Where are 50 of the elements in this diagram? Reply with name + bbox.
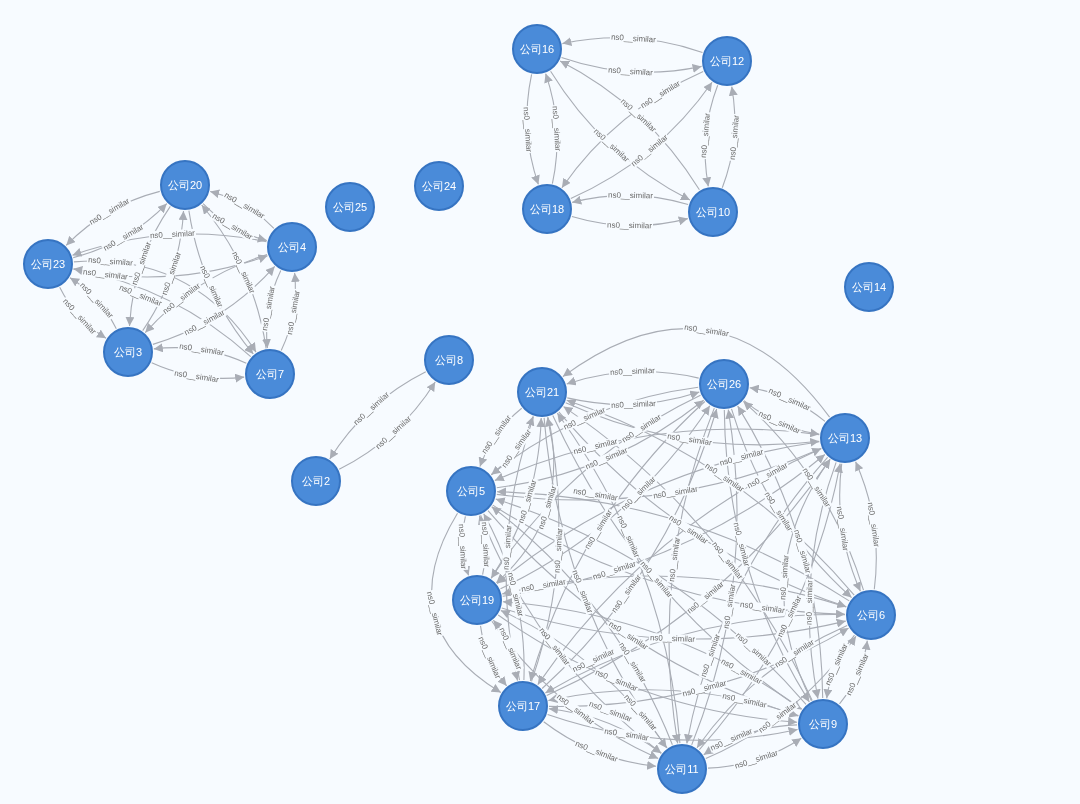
graph-node: 公司6	[846, 590, 896, 640]
edge-label: ns0__similar	[665, 431, 714, 448]
graph-node: 公司10	[688, 187, 738, 237]
edge-label: ns0__similar	[501, 523, 513, 572]
edge-label: ns0__similar	[457, 522, 469, 570]
edge-label: ns0__similar	[609, 32, 657, 45]
graph-node: 公司3	[103, 327, 153, 377]
graph-node: 公司13	[820, 413, 870, 463]
edge-label: ns0__similar	[173, 368, 221, 385]
graph-node: 公司7	[245, 349, 295, 399]
graph-node: 公司16	[512, 24, 562, 74]
edge-label: ns0__similar	[260, 284, 278, 333]
graph-node: 公司9	[798, 699, 848, 749]
graph-node: 公司5	[446, 466, 496, 516]
edge-label: ns0__similar	[865, 500, 882, 549]
graph-node: 公司12	[702, 36, 752, 86]
graph-node: 公司21	[517, 367, 567, 417]
edge-label: ns0__similar	[552, 526, 564, 575]
edge-label: ns0__similar	[148, 228, 196, 241]
graph-node: 公司20	[160, 160, 210, 210]
edge-label: ns0__similar	[804, 579, 815, 627]
graph-node: 公司4	[267, 222, 317, 272]
edge-label: ns0__similar	[284, 288, 302, 337]
graph-node: 公司17	[498, 681, 548, 731]
edge-label: ns0__similar	[177, 341, 225, 358]
graph-node: 公司18	[522, 184, 572, 234]
graph-node: 公司26	[699, 359, 749, 409]
edge-label: ns0__similar	[606, 220, 654, 231]
graph-node: 公司19	[452, 575, 502, 625]
graph-node: 公司2	[291, 456, 341, 506]
graph-node: 公司25	[325, 182, 375, 232]
graph-node: 公司24	[414, 161, 464, 211]
edge-label: ns0__similar	[86, 255, 134, 268]
graph-node: 公司8	[424, 335, 474, 385]
edge-label: ns0__similar	[834, 504, 850, 553]
edge-label: ns0__similar	[682, 322, 731, 339]
edge-label: ns0__similar	[479, 521, 491, 569]
edge-label: ns0__similar	[606, 190, 654, 201]
edge-label: ns0__similar	[81, 267, 129, 282]
edge-label: ns0__similar	[727, 114, 741, 162]
edge-label: ns0__similar	[608, 366, 656, 378]
graph-node: 公司23	[23, 239, 73, 289]
edge-label: ns0__similar	[610, 398, 658, 410]
edge-label: ns0__similar	[550, 104, 563, 152]
edge-label: ns0__similar	[607, 65, 655, 78]
edge-label: ns0__similar	[649, 633, 697, 644]
graph-node: 公司14	[844, 262, 894, 312]
edge-label: ns0__similar	[521, 106, 534, 154]
graph-node: 公司11	[657, 744, 707, 794]
edge-label: ns0__similar	[699, 111, 713, 159]
